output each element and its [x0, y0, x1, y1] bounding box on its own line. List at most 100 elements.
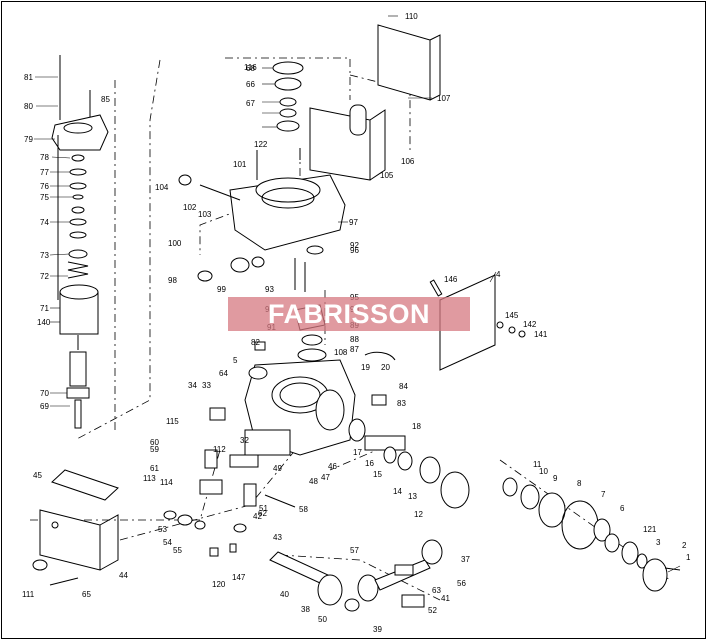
part-label: 78 — [40, 153, 49, 162]
part-label: 6 — [620, 504, 625, 513]
part-label: 57 — [350, 546, 359, 555]
part-label: 83 — [397, 399, 406, 408]
part-label: 66 — [246, 80, 255, 89]
part-label: 145 — [505, 311, 519, 320]
part-label: 4 — [496, 270, 501, 279]
part-label: 20 — [381, 363, 390, 372]
part-label: 53 — [158, 525, 167, 534]
part-label: 87 — [350, 345, 359, 354]
part-label: 77 — [40, 168, 49, 177]
part-label: 68 — [246, 64, 255, 73]
part-label: 14 — [393, 487, 402, 496]
part-label: 50 — [318, 615, 327, 624]
part-label: 18 — [412, 422, 421, 431]
part-label: 104 — [155, 183, 169, 192]
part-label: 101 — [233, 160, 247, 169]
part-label: 146 — [444, 275, 458, 284]
part-label: 88 — [350, 335, 359, 344]
part-label: 122 — [254, 140, 268, 149]
part-label: 45 — [33, 471, 42, 480]
motor-assembly — [51, 55, 109, 429]
part-label: 100 — [168, 239, 182, 248]
part-label: 80 — [24, 102, 33, 111]
base-cover — [32, 469, 119, 586]
part-label: 58 — [299, 505, 308, 514]
part-label: 72 — [40, 272, 49, 281]
part-label: 60 — [150, 438, 159, 447]
part-label: 84 — [399, 382, 408, 391]
lower-shaft-assembly — [269, 539, 443, 612]
part-label: 40 — [280, 590, 289, 599]
part-label: 7 — [601, 490, 606, 499]
part-label: 38 — [301, 605, 310, 614]
part-label: 82 — [251, 338, 260, 347]
part-label: 19 — [361, 363, 370, 372]
watermark-text: FABRISSON — [267, 299, 431, 329]
part-label: 64 — [219, 369, 228, 378]
part-label: 108 — [334, 348, 348, 357]
part-label: 79 — [24, 135, 33, 144]
part-label: 65 — [82, 590, 91, 599]
part-label: 63 — [432, 586, 441, 595]
part-label: 54 — [163, 538, 172, 547]
part-label: 15 — [373, 470, 382, 479]
part-label: 115 — [166, 417, 179, 426]
part-label: 56 — [457, 579, 466, 588]
part-label: 141 — [534, 330, 548, 339]
part-label: 98 — [168, 276, 177, 285]
part-label: 55 — [173, 546, 182, 555]
switch-components — [163, 341, 396, 557]
part-label: 113 — [143, 474, 156, 483]
part-label: 61 — [150, 464, 159, 473]
part-label: 41 — [441, 594, 450, 603]
part-label: 46 — [328, 462, 337, 471]
part-label: 116 — [244, 63, 257, 72]
part-label: 43 — [273, 533, 282, 542]
part-label: 140 — [37, 318, 51, 327]
gearbox-housing — [244, 359, 356, 456]
gear-train — [348, 418, 681, 592]
part-label: 1 — [686, 553, 691, 562]
part-label: 10 — [539, 467, 548, 476]
part-label: 142 — [523, 320, 537, 329]
part-label: 111 — [22, 590, 35, 599]
leader-lines — [34, 15, 681, 573]
part-label: 2 — [682, 541, 687, 550]
part-label: 37 — [461, 555, 470, 564]
part-label: 103 — [198, 210, 212, 219]
part-label: 52 — [428, 606, 437, 615]
part-label: 9 — [553, 474, 558, 483]
part-label: 33 — [202, 381, 211, 390]
part-label: 105 — [380, 171, 394, 180]
housing-cover — [178, 61, 346, 251]
rear-bracket — [309, 24, 441, 181]
part-label: 110 — [405, 12, 418, 21]
part-label: 69 — [40, 402, 49, 411]
part-label: 73 — [40, 251, 49, 260]
part-label: 81 — [24, 73, 33, 82]
part-label: 3 — [656, 538, 661, 547]
part-label: 76 — [40, 182, 49, 191]
part-label: 5 — [233, 356, 238, 365]
part-label: 47 — [321, 473, 330, 482]
part-label: 107 — [437, 94, 451, 103]
part-label: 62 — [258, 509, 267, 518]
part-label: 99 — [217, 285, 226, 294]
part-label: 102 — [183, 203, 197, 212]
part-label: 106 — [401, 157, 415, 166]
part-label: 147 — [232, 573, 246, 582]
part-label: 93 — [265, 285, 274, 294]
part-label: 59 — [150, 445, 159, 454]
part-label: 12 — [414, 510, 423, 519]
part-label: 120 — [212, 580, 226, 589]
part-label: 17 — [353, 448, 362, 457]
part-label: 112 — [213, 445, 226, 454]
part-label: 75 — [40, 193, 49, 202]
part-label: 11 — [533, 460, 542, 469]
part-label: 97 — [349, 218, 358, 227]
part-label: 16 — [365, 459, 374, 468]
part-label: 48 — [309, 477, 318, 486]
part-label: 114 — [160, 478, 173, 487]
